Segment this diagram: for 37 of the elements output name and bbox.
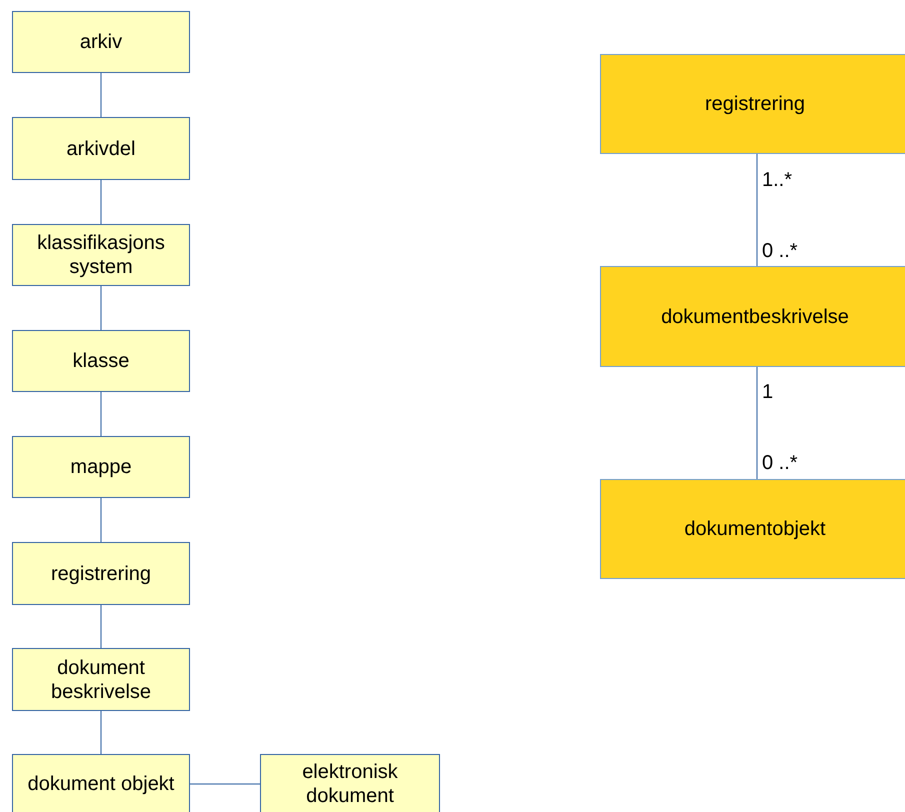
class-name: registrering	[50, 562, 152, 586]
multiplicity-label: 1..*	[762, 168, 792, 192]
class-name: dokumentobjekt	[684, 517, 826, 541]
class-box	[12, 436, 190, 498]
class-name: dokument beskrivelse	[50, 656, 152, 704]
class-name: klassifikasjons system	[36, 231, 166, 279]
connector-line	[100, 72, 102, 118]
class-box	[12, 224, 190, 286]
class-box	[600, 54, 905, 154]
class-box	[12, 754, 190, 812]
class-box	[12, 542, 190, 605]
connector-line	[756, 154, 758, 266]
multiplicity-label: 1	[762, 380, 774, 404]
class-box	[600, 266, 905, 367]
class-name: arkivdel	[66, 136, 136, 160]
class-box	[260, 754, 440, 812]
connector-line	[756, 366, 758, 480]
class-box	[12, 648, 190, 711]
connector-line	[100, 710, 102, 754]
class-name: klasse	[72, 349, 130, 373]
class-box	[12, 11, 190, 73]
multiplicity-label: 0 ..*	[762, 451, 798, 475]
class-name: dokumentbeskrivelse	[661, 304, 849, 328]
connector-line	[100, 180, 102, 224]
class-name: arkiv	[80, 30, 122, 54]
connector-line	[100, 498, 102, 542]
class-name: registrering	[704, 92, 806, 116]
class-name: mappe	[70, 455, 132, 479]
connector-line	[100, 392, 102, 436]
class-name: dokument objekt	[28, 772, 174, 796]
connector-line	[100, 604, 102, 648]
class-name: elektronisk dokument	[301, 760, 399, 808]
connector-line	[100, 286, 102, 330]
class-box	[12, 330, 190, 392]
class-box	[12, 117, 190, 180]
multiplicity-label: 0 ..*	[762, 239, 798, 263]
class-box	[600, 479, 905, 579]
